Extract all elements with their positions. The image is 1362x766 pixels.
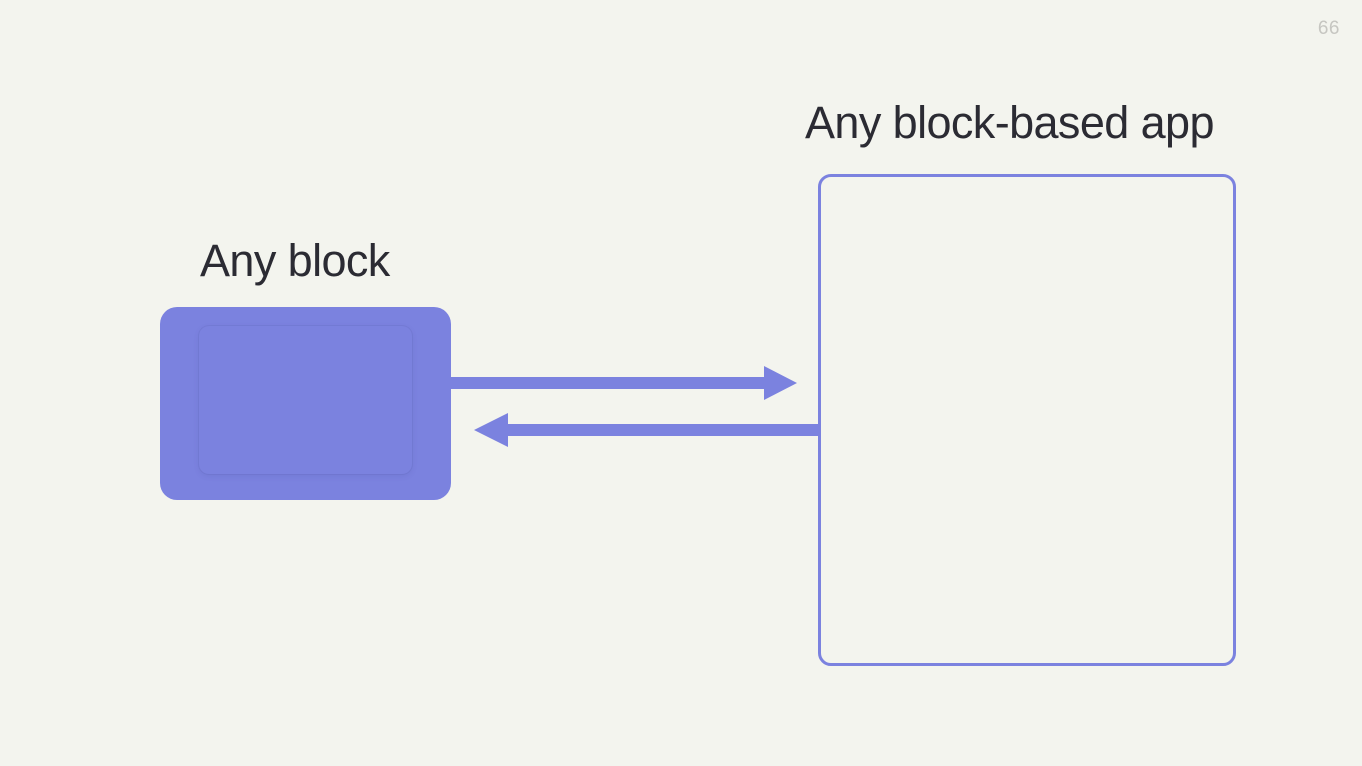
any-block-shape <box>160 307 451 500</box>
arrow-block-to-app <box>451 366 797 400</box>
heading-any-block-based-app: Any block-based app <box>805 97 1214 148</box>
arrow-app-to-block <box>474 413 820 447</box>
heading-any-block: Any block <box>200 235 390 286</box>
any-block-inner-inset <box>199 326 412 474</box>
any-block-based-app-frame <box>818 174 1236 666</box>
page-number: 66 <box>1317 18 1340 39</box>
